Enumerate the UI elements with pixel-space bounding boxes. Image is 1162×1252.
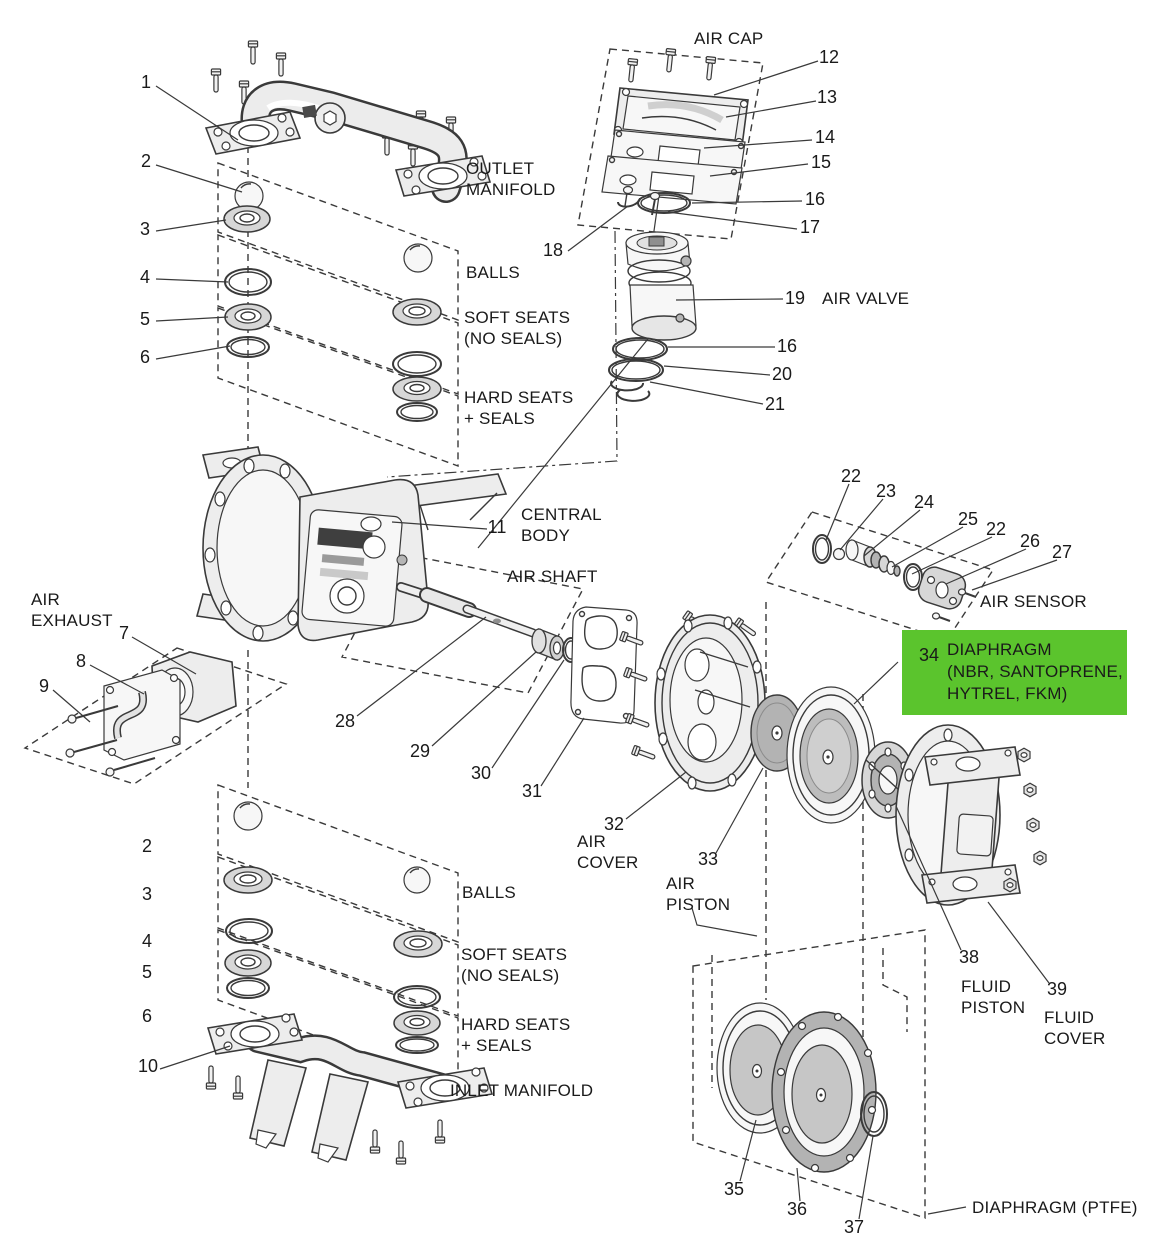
callout-10: 10 [137, 1056, 159, 1076]
label-air-shaft: AIR SHAFT [507, 567, 598, 586]
label-inlet-manifold: INLET MANIFOLD [450, 1081, 594, 1100]
callout-31: 31 [521, 781, 543, 801]
callout-27: 27 [1051, 542, 1073, 562]
label-hard-seats-top: HARD SEATS + SEALS [464, 388, 574, 428]
callout-8: 8 [75, 651, 87, 671]
callout-28: 28 [334, 711, 356, 731]
callout-23: 23 [875, 481, 897, 501]
label-air-piston: AIR PISTON [666, 874, 731, 914]
label-air-valve: AIR VALVE [822, 289, 910, 308]
fluid-cover-drawing [895, 724, 1047, 906]
callout-13: 13 [816, 87, 838, 107]
callout-34: 34 [919, 645, 940, 665]
callout-12: 12 [818, 47, 840, 67]
callout-5-lower: 5 [141, 962, 153, 982]
callout-35: 35 [723, 1179, 745, 1199]
label-soft-seats-top: SOFT SEATS (NO SEALS) [464, 308, 571, 348]
callout-17: 17 [799, 217, 821, 237]
upper-balls-seats-drawing [223, 181, 442, 422]
callout-3-lower: 3 [141, 884, 153, 904]
callout-9: 9 [38, 676, 50, 696]
callout-19: 19 [784, 288, 806, 308]
callout-24: 24 [913, 492, 935, 512]
callout-6-lower: 6 [141, 1006, 153, 1026]
callout-33: 33 [697, 849, 719, 869]
callout-38: 38 [958, 947, 980, 967]
air-cap-drawing [601, 47, 749, 216]
leader-lines [52, 60, 1058, 1220]
label-air-exhaust: AIR EXHAUST [31, 590, 113, 630]
label-air-cap: AIR CAP [694, 29, 764, 48]
callout-22b: 22 [985, 519, 1007, 539]
label-fluid-cover: FLUID COVER [1044, 1008, 1106, 1048]
air-cover-drawing [618, 610, 766, 792]
callout-11: 11 [487, 517, 507, 537]
ptfe-diaphragms-drawing [716, 1002, 888, 1173]
callout-30: 30 [470, 763, 492, 783]
callout-29: 29 [409, 741, 431, 761]
label-air-sensor: AIR SENSOR [980, 592, 1087, 611]
label-air-cover: AIR COVER [577, 832, 639, 872]
diaphragm-highlight-box: 34 DIAPHRAGM (NBR, SANTOPRENE, HYTREL, F… [902, 630, 1127, 715]
callout-5: 5 [139, 309, 151, 329]
callout-25: 25 [957, 509, 979, 529]
label-balls-bottom: BALLS [462, 883, 516, 902]
label-fluid-piston: FLUID PISTON [961, 977, 1026, 1017]
label-central-body: CENTRAL BODY [521, 505, 602, 545]
callout-26: 26 [1019, 531, 1041, 551]
callout-6: 6 [139, 347, 151, 367]
air-sensor-drawing [812, 534, 977, 622]
callout-36: 36 [786, 1199, 808, 1219]
inlet-manifold-drawing [205, 1013, 494, 1165]
callout-1: 1 [140, 72, 152, 92]
callout-2-lower: 2 [141, 836, 153, 856]
label-outlet-manifold: OUTLET MANIFOLD [466, 159, 556, 199]
outlet-manifold-drawing [204, 40, 492, 203]
callout-20: 20 [771, 364, 793, 384]
label-hard-seats-bottom: HARD SEATS + SEALS [461, 1015, 571, 1055]
callout-32: 32 [603, 814, 625, 834]
central-body-drawing [195, 446, 508, 642]
callout-22a: 22 [840, 466, 862, 486]
diaphragm-nbr-drawing [786, 686, 876, 824]
callout-15: 15 [810, 152, 832, 172]
callout-21: 21 [764, 394, 786, 414]
air-valve-drawing [608, 231, 697, 402]
callout-4: 4 [139, 267, 151, 287]
callout-16b: 16 [776, 336, 798, 356]
callout-18: 18 [542, 240, 564, 260]
callout-14: 14 [814, 127, 836, 147]
lower-balls-seats-drawing [223, 801, 443, 1054]
callout-4-lower: 4 [141, 931, 153, 951]
label-balls-top: BALLS [466, 263, 520, 282]
label-diaphragm-ptfe: DIAPHRAGM (PTFE) [972, 1198, 1138, 1217]
callout-7: 7 [118, 623, 130, 643]
callout-37: 37 [843, 1217, 865, 1237]
callout-39: 39 [1046, 979, 1068, 999]
callout-3: 3 [139, 219, 151, 239]
air-exhaust-drawing [65, 651, 237, 777]
callout-2: 2 [140, 151, 152, 171]
callout-16a: 16 [804, 189, 826, 209]
label-soft-seats-bottom: SOFT SEATS (NO SEALS) [461, 945, 568, 985]
air-shaft-drawing [396, 582, 638, 724]
label-diaphragm-nbr: DIAPHRAGM (NBR, SANTOPRENE, HYTREL, FKM) [947, 640, 1123, 703]
